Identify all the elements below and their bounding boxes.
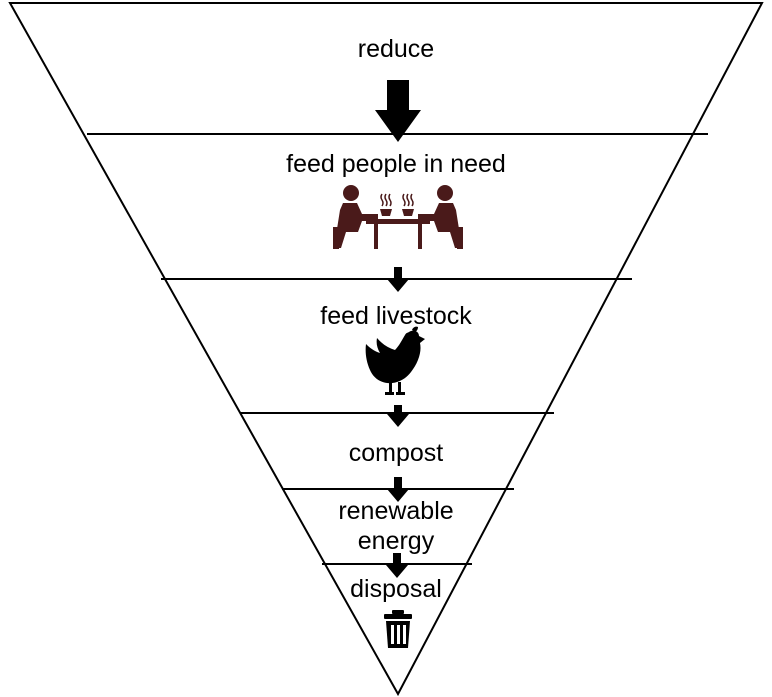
level-label-renewable-line2: energy	[358, 527, 435, 555]
arrow-down-icon	[375, 80, 421, 142]
level-label-disposal: disposal	[350, 575, 442, 603]
level-label-reduce: reduce	[358, 35, 434, 63]
arrow-down-icon	[386, 553, 408, 578]
level-label-feed-people: feed people in need	[286, 150, 506, 178]
level-label-feed-livestock: feed livestock	[320, 302, 472, 330]
arrow-down-icon	[387, 477, 409, 502]
trash-can-icon	[384, 610, 412, 648]
level-label-compost: compost	[349, 439, 444, 467]
people-dining-icon	[333, 185, 463, 249]
chicken-icon	[365, 326, 425, 395]
level-label-renewable-line1: renewable	[338, 497, 453, 525]
arrow-down-icon	[387, 405, 409, 427]
arrow-down-icon	[387, 267, 409, 292]
